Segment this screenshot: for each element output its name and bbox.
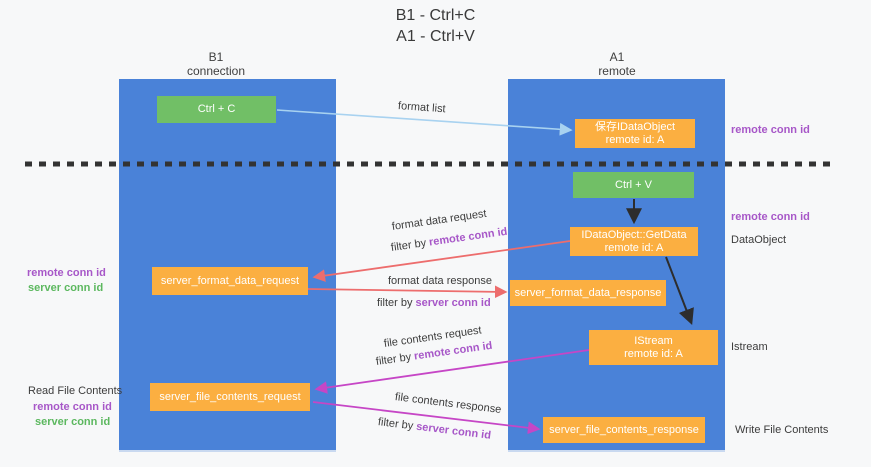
diagram-title: B1 - Ctrl+C A1 - Ctrl+V — [0, 5, 871, 47]
istream-line1: IStream — [634, 334, 673, 347]
getdata-node: IDataObject::GetData remote id: A — [570, 227, 698, 256]
format-data-response-filter-label: filter by server conn id — [377, 297, 491, 309]
write-file-contents-label: Write File Contents — [735, 424, 829, 436]
right-column-name: A1 — [609, 50, 625, 64]
remote-conn-id-label-left-bottom: remote conn id — [33, 401, 112, 413]
format-list-arrow-label: format list — [397, 100, 446, 116]
file-contents-response-filter-label: filter by server conn id — [377, 416, 491, 442]
getdata-line1: IDataObject::GetData — [581, 228, 687, 241]
ctrl-v-label: Ctrl + V — [615, 178, 652, 191]
server-format-data-response-label: server_format_data_response — [514, 286, 662, 299]
istream-line2: remote id: A — [624, 347, 683, 360]
remote-conn-id-label-left-top: remote conn id — [27, 267, 106, 279]
save-idataobject-node: 保存IDataObject remote id: A — [575, 119, 695, 148]
filter-by-prefix: filter by — [375, 350, 415, 368]
format-data-response-arrow — [307, 285, 508, 299]
format-request-filter-id: remote conn id — [428, 225, 509, 249]
server-format-data-response-node: server_format_data_response — [510, 280, 666, 306]
filter-by-prefix: filter by — [390, 236, 430, 254]
istream-node: IStream remote id: A — [589, 330, 718, 365]
right-column-role: remote — [598, 64, 636, 78]
server-conn-id-label-left-bottom: server conn id — [35, 416, 111, 428]
left-column-role: connection — [186, 64, 246, 78]
save-idataobject-line1: 保存IDataObject — [594, 120, 676, 133]
server-conn-id-label-left-top: server conn id — [28, 282, 104, 294]
left-column-name: B1 — [208, 50, 224, 64]
save-idataobject-line2: remote id: A — [605, 133, 665, 146]
remote-conn-id-label-mid-right: remote conn id — [731, 211, 810, 223]
filter-by-prefix: filter by — [377, 297, 416, 309]
ctrl-v-node: Ctrl + V — [573, 172, 694, 198]
format-data-request-arrow-label: format data request — [391, 207, 488, 233]
left-column-header: B1 connection — [150, 50, 282, 78]
remote-conn-id-label-top-right: remote conn id — [731, 124, 810, 136]
server-format-data-request-node: server_format_data_request — [152, 267, 308, 295]
server-format-data-request-label: server_format_data_request — [160, 274, 300, 287]
right-column-header: A1 remote — [551, 50, 683, 78]
title-line-1: B1 - Ctrl+C — [395, 7, 476, 24]
dataobject-label: DataObject — [731, 234, 787, 246]
read-file-contents-label: Read File Contents — [28, 385, 123, 397]
istream-side-label: Istream — [731, 341, 768, 353]
server-file-contents-response-node: server_file_contents_response — [543, 417, 705, 443]
file-contents-response-arrow-label: file contents response — [394, 391, 502, 416]
server-file-contents-request-node: server_file_contents_request — [150, 383, 310, 411]
server-file-contents-request-label: server_file_contents_request — [159, 390, 301, 403]
format-response-filter-id: server conn id — [415, 297, 491, 309]
server-file-contents-response-label: server_file_contents_response — [549, 423, 699, 436]
getdata-line2: remote id: A — [604, 241, 664, 254]
title-line-2: A1 - Ctrl+V — [396, 28, 475, 45]
file-response-filter-id: server conn id — [415, 420, 492, 442]
ctrl-c-label: Ctrl + C — [197, 103, 236, 115]
format-data-response-arrow-label: format data response — [388, 275, 492, 287]
filter-by-prefix: filter by — [377, 416, 417, 433]
ctrl-c-node: Ctrl + C — [157, 96, 276, 123]
